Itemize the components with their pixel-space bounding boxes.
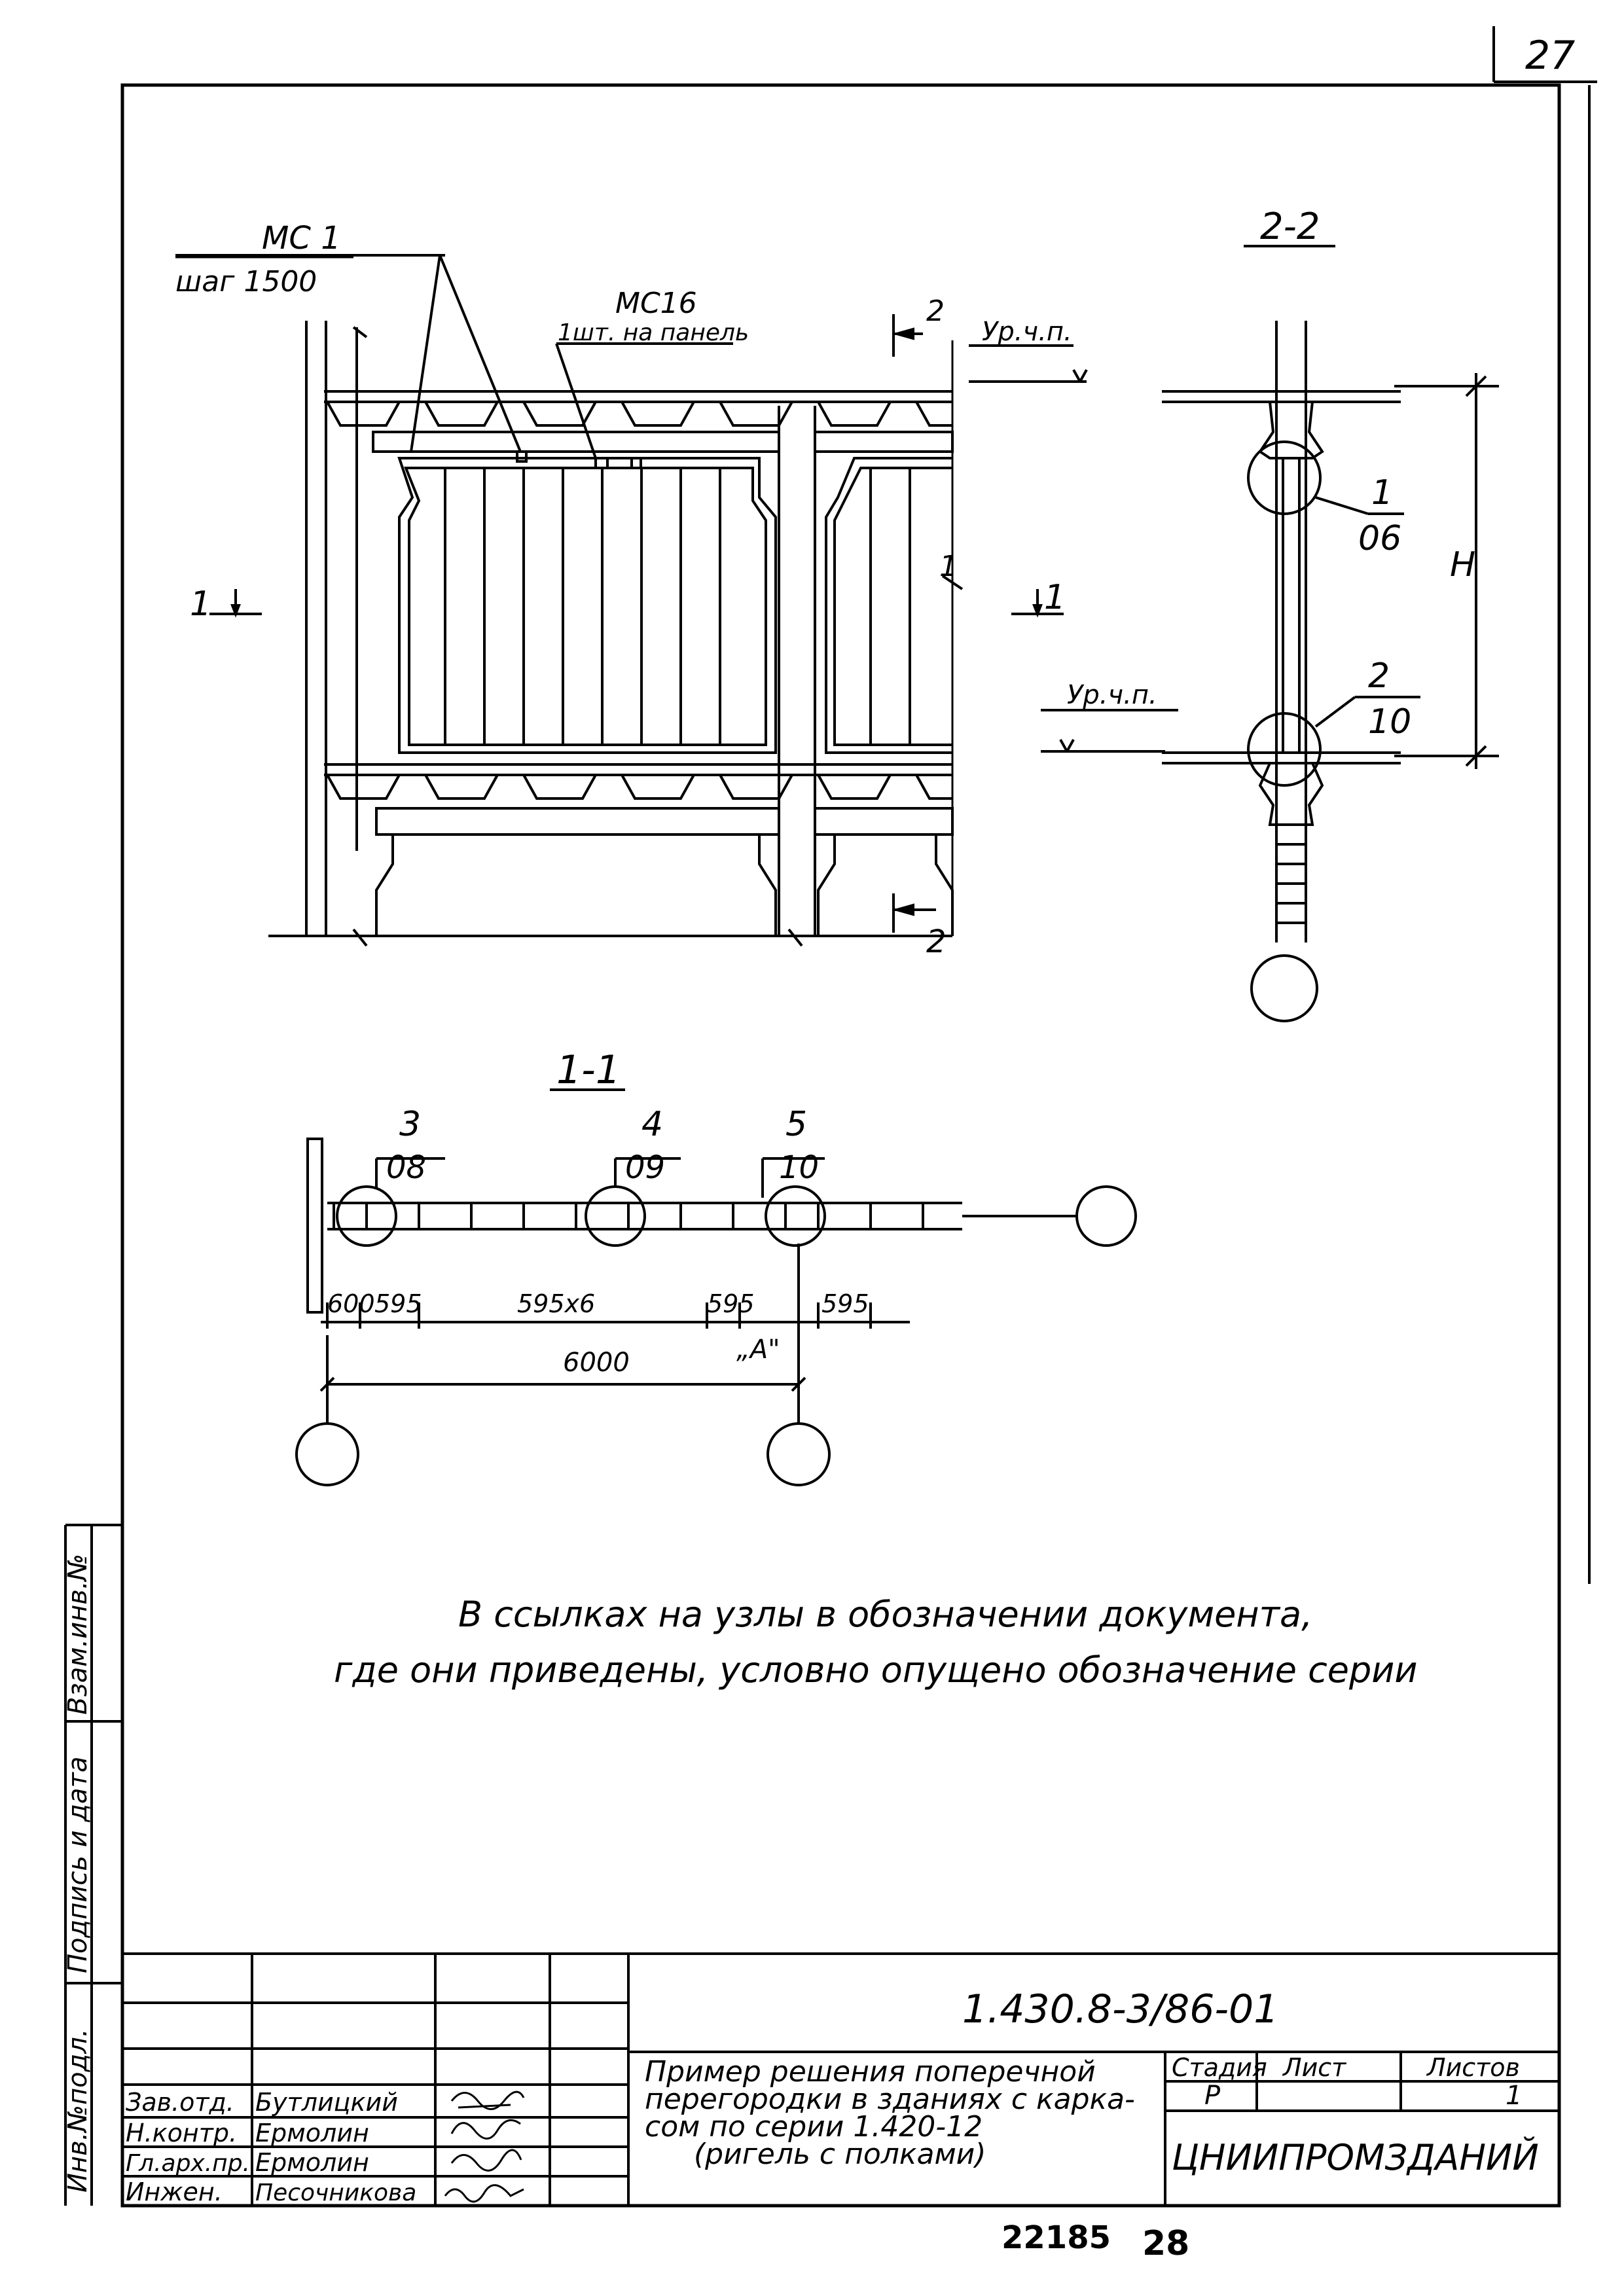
role-0: Зав.отд. bbox=[126, 2088, 234, 2117]
section-1-1-title: 1-1 bbox=[556, 1047, 621, 1093]
dimension-h: Н bbox=[1450, 545, 1475, 584]
dim-595x6: 595х6 bbox=[517, 1289, 595, 1318]
footer: 22185 28 bbox=[1001, 2219, 1189, 2263]
description-2: сом по серии 1.420-12 bbox=[645, 2110, 983, 2144]
node-1-sheet: 06 bbox=[1358, 519, 1401, 558]
section-mark-2-bottom: 2 bbox=[926, 924, 947, 960]
node-2-number: 2 bbox=[1368, 656, 1390, 696]
name-1: Ермолин bbox=[255, 2119, 369, 2147]
label-per-panel: 1шт. на панель bbox=[558, 319, 749, 346]
page-number: 27 bbox=[1525, 33, 1575, 79]
label-mc1: МС 1 bbox=[262, 220, 341, 257]
level-label-2-2: Ур.ч.п. bbox=[1067, 680, 1157, 710]
node-5-number: 5 bbox=[785, 1105, 807, 1144]
sheet-frame bbox=[120, 83, 1561, 2208]
axis-1-label: 1 bbox=[939, 550, 958, 583]
organization: ЦНИИПРОМЗДАНИЙ bbox=[1172, 2137, 1539, 2178]
name-0: Бутлицкий bbox=[255, 2088, 398, 2117]
node-3-sheet: 08 bbox=[386, 1149, 426, 1186]
stage-header: Стадия bbox=[1172, 2053, 1267, 2082]
footer-number: 22185 bbox=[1001, 2219, 1111, 2256]
label-mc16: МС16 bbox=[615, 287, 697, 320]
stage-value: Р bbox=[1204, 2081, 1221, 2111]
node-3-number: 3 bbox=[399, 1105, 421, 1144]
sheet-header: Лист bbox=[1282, 2053, 1347, 2082]
node-2-sheet: 10 bbox=[1368, 702, 1411, 742]
name-3: Песочникова bbox=[255, 2179, 416, 2206]
section-mark-2-top: 2 bbox=[926, 295, 945, 328]
side-sign-date: Подпись и дата bbox=[63, 1757, 93, 1973]
dim-6000: 6000 bbox=[563, 1348, 630, 1378]
signature-scribbles bbox=[444, 2090, 525, 2203]
node-4-number: 4 bbox=[641, 1105, 663, 1144]
node-5-sheet: 10 bbox=[779, 1149, 819, 1186]
section-2-2 bbox=[1041, 245, 1499, 1022]
axis-a-label: „А" bbox=[736, 1335, 780, 1365]
section-1-1 bbox=[295, 1088, 1137, 1486]
description-1: перегородки в зданиях с карка- bbox=[645, 2083, 1135, 2116]
elevation-labels: МС 1 шаг 1500 МС16 1шт. на панель 2 Ур.ч… bbox=[175, 220, 1072, 960]
partition-elevation bbox=[175, 254, 1088, 947]
title-block bbox=[122, 1952, 1559, 2206]
note-line-2: где они приведены, условно опущено обозн… bbox=[334, 1649, 1417, 1691]
dim-595c: 595 bbox=[821, 1289, 869, 1318]
node-1-number: 1 bbox=[1371, 473, 1393, 512]
section-mark-1-left: 1 bbox=[190, 584, 211, 624]
level-top: Ур.ч.п. bbox=[982, 317, 1072, 347]
sheets-value: 1 bbox=[1506, 2081, 1522, 2111]
description-3: (ригель с полками) bbox=[694, 2138, 986, 2171]
description-0: Пример решения поперечной bbox=[645, 2055, 1096, 2089]
section-mark-1-right: 1 bbox=[1044, 578, 1066, 617]
section-1-1-labels: 1-1 3 08 4 09 5 10 600 595 595х6 595 595… bbox=[327, 1047, 869, 1378]
sheets-header: Листов bbox=[1426, 2053, 1520, 2082]
section-2-2-labels: 2-2 1 06 Н 2 10 Ур.ч.п. bbox=[1067, 206, 1475, 742]
role-1: Н.контр. bbox=[126, 2119, 237, 2147]
role-2: Гл.арх.пр. bbox=[126, 2150, 250, 2177]
dim-600: 600 bbox=[327, 1289, 375, 1318]
dim-595a: 595 bbox=[374, 1289, 422, 1318]
note: В ссылках на узлы в обозначении документ… bbox=[334, 1594, 1417, 1691]
doc-code: 1.430.8-3/86-01 bbox=[962, 1986, 1278, 2032]
dim-595b: 595 bbox=[707, 1289, 755, 1318]
label-step: шаг 1500 bbox=[175, 265, 317, 298]
role-3: Инжен. bbox=[126, 2178, 223, 2206]
footer-copy: 28 bbox=[1142, 2224, 1189, 2263]
section-2-2-title: 2-2 bbox=[1260, 206, 1320, 248]
note-line-1: В ссылках на узлы в обозначении документ… bbox=[458, 1594, 1312, 1635]
title-block-text: 1.430.8-3/86-01 Зав.отд. Бутлицкий Н.кон… bbox=[126, 1986, 1539, 2206]
side-inv-replace: Взам.инв.№ bbox=[63, 1554, 93, 1715]
node-4-sheet: 09 bbox=[625, 1149, 665, 1186]
page-number-box: 27 bbox=[1492, 26, 1597, 83]
side-inv-orig: Инв.№подл. bbox=[63, 2028, 93, 2193]
side-stamp bbox=[64, 1524, 122, 2206]
name-2: Ермолин bbox=[255, 2148, 369, 2177]
